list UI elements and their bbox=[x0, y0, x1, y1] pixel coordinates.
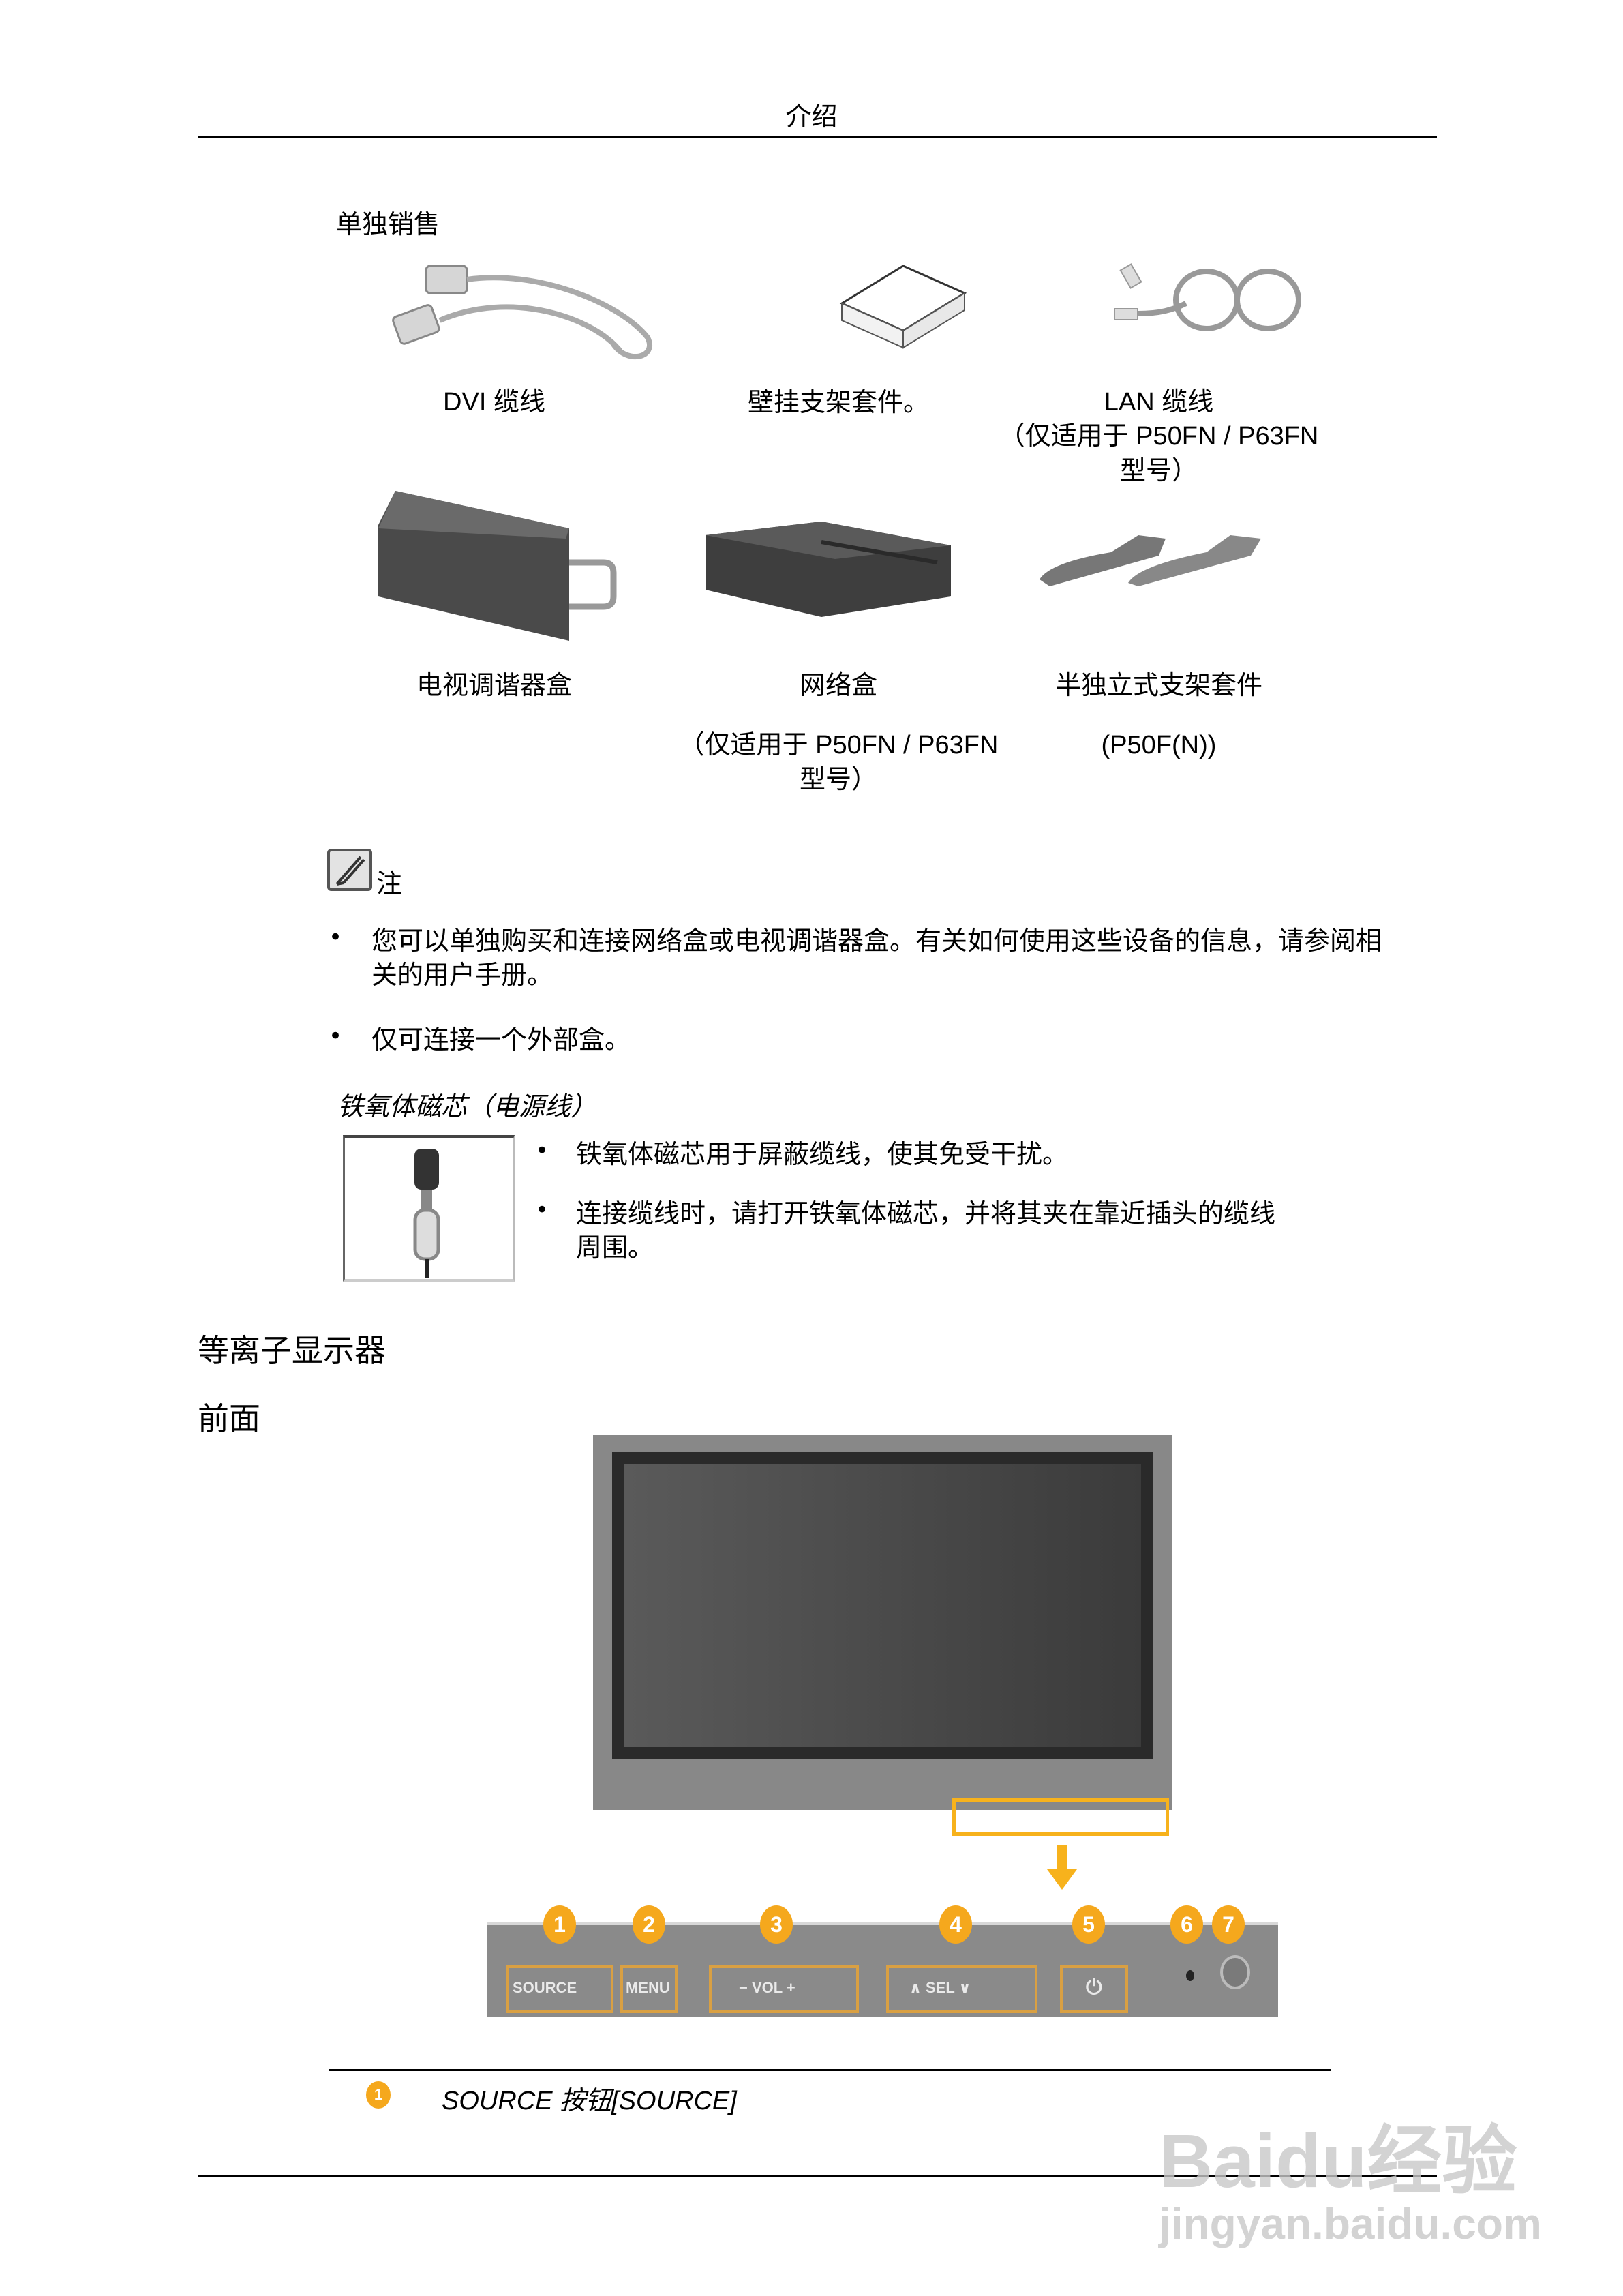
remote-sensor-icon bbox=[1220, 1955, 1250, 1989]
semi-stand-kit-note: (P50F(N)) bbox=[1101, 731, 1217, 759]
lan-cable-label: LAN 缆线 bbox=[1104, 388, 1214, 417]
badge-4: 4 bbox=[939, 1905, 972, 1944]
menu-button[interactable]: MENU bbox=[620, 1965, 678, 2013]
badge-6: 6 bbox=[1170, 1905, 1203, 1944]
badge-7: 7 bbox=[1212, 1905, 1245, 1944]
ferrite-core-title: 铁氧体磁芯（电源线） bbox=[337, 1091, 597, 1121]
volume-buttons-label: − VOL + bbox=[739, 1979, 795, 1996]
network-box-label: 网络盒 bbox=[799, 670, 877, 700]
power-button[interactable]: ⏻ bbox=[1060, 1965, 1128, 2013]
network-box-note: （仅适用于 P50FN / P63FN bbox=[678, 731, 999, 759]
badge-5: 5 bbox=[1072, 1905, 1105, 1944]
watermark-logo: Baidu经验 bbox=[1159, 2119, 1517, 2203]
legend-badge-1: 1 bbox=[366, 2081, 391, 2109]
badge-2: 2 bbox=[633, 1905, 665, 1944]
lan-cable-icon bbox=[1111, 262, 1309, 337]
arrow-down-head-icon bbox=[1047, 1869, 1077, 1890]
tv-tuner-box-label: 电视调谐器盒 bbox=[416, 670, 572, 700]
note-bullet-1-line-2: 关的用户手册。 bbox=[371, 960, 553, 990]
wall-mount-kit-icon bbox=[835, 262, 971, 351]
lan-cable-note: （仅适用于 P50FN / P63FN bbox=[999, 422, 1319, 451]
badge-3: 3 bbox=[760, 1905, 793, 1944]
badge-1: 1 bbox=[543, 1905, 576, 1944]
tv-front-image bbox=[593, 1435, 1172, 1810]
select-buttons-label: ∧ SEL ∨ bbox=[909, 1979, 971, 1996]
watermark-url: jingyan.baidu.com bbox=[1159, 2199, 1542, 2248]
bullet-icon: • bbox=[535, 1137, 549, 1164]
front-view-heading: 前面 bbox=[198, 1400, 260, 1437]
note-bullet-2: 仅可连接一个外部盒。 bbox=[371, 1025, 631, 1055]
note-pencil-icon bbox=[327, 849, 372, 891]
control-panel bbox=[487, 1922, 1278, 2017]
plasma-display-heading: 等离子显示器 bbox=[198, 1332, 386, 1369]
ferrite-bullet-2-line-2: 周围。 bbox=[576, 1233, 654, 1263]
tv-tuner-box-icon bbox=[371, 487, 631, 644]
bullet-icon: • bbox=[535, 1196, 549, 1224]
bullet-icon: • bbox=[329, 924, 343, 951]
control-zoom-highlight bbox=[952, 1798, 1169, 1836]
network-box-note-2: 型号） bbox=[799, 764, 877, 794]
select-buttons[interactable]: ∧ SEL ∨ bbox=[886, 1965, 1037, 2013]
dvi-cable-icon bbox=[389, 262, 661, 372]
note-bullet-1-line-1: 您可以单独购买和连接网络盒或电视调谐器盒。有关如何使用这些设备的信息，请参阅相 bbox=[371, 926, 1382, 956]
menu-button-label: MENU bbox=[626, 1979, 670, 1996]
network-box-icon bbox=[699, 522, 954, 617]
semi-stand-kit-icon bbox=[1036, 525, 1281, 590]
power-icon: ⏻ bbox=[1086, 1976, 1102, 1999]
lan-cable-note-2: 型号） bbox=[1119, 455, 1198, 485]
arrow-down-icon bbox=[1057, 1845, 1067, 1871]
power-indicator-icon bbox=[1186, 1970, 1194, 1981]
volume-buttons[interactable]: − VOL + bbox=[709, 1965, 859, 2013]
source-button-label: SOURCE bbox=[513, 1979, 577, 1996]
source-button[interactable]: SOURCE bbox=[506, 1965, 613, 2013]
sold-separately-title: 单独销售 bbox=[336, 209, 440, 239]
wall-mount-kit-label: 壁挂支架套件。 bbox=[747, 387, 929, 417]
note-label: 注 bbox=[376, 868, 403, 898]
ferrite-core-image bbox=[343, 1135, 515, 1282]
semi-stand-kit-label: 半独立式支架套件 bbox=[1055, 670, 1262, 700]
legend-top-divider bbox=[329, 2069, 1331, 2071]
header-divider bbox=[198, 136, 1437, 138]
page-header-title: 介绍 bbox=[785, 102, 838, 132]
ferrite-bullet-2-line-1: 连接缆线时，请打开铁氧体磁芯，并将其夹在靠近插头的缆线 bbox=[576, 1198, 1276, 1228]
tv-screen bbox=[624, 1464, 1141, 1747]
bullet-icon: • bbox=[329, 1023, 343, 1050]
footer-divider bbox=[198, 2175, 1437, 2177]
ferrite-bullet-1: 铁氧体磁芯用于屏蔽缆线，使其免受干扰。 bbox=[576, 1139, 1069, 1169]
dvi-cable-label: DVI 缆线 bbox=[443, 388, 545, 417]
legend-source-button: SOURCE 按钮[SOURCE] bbox=[442, 2087, 737, 2115]
